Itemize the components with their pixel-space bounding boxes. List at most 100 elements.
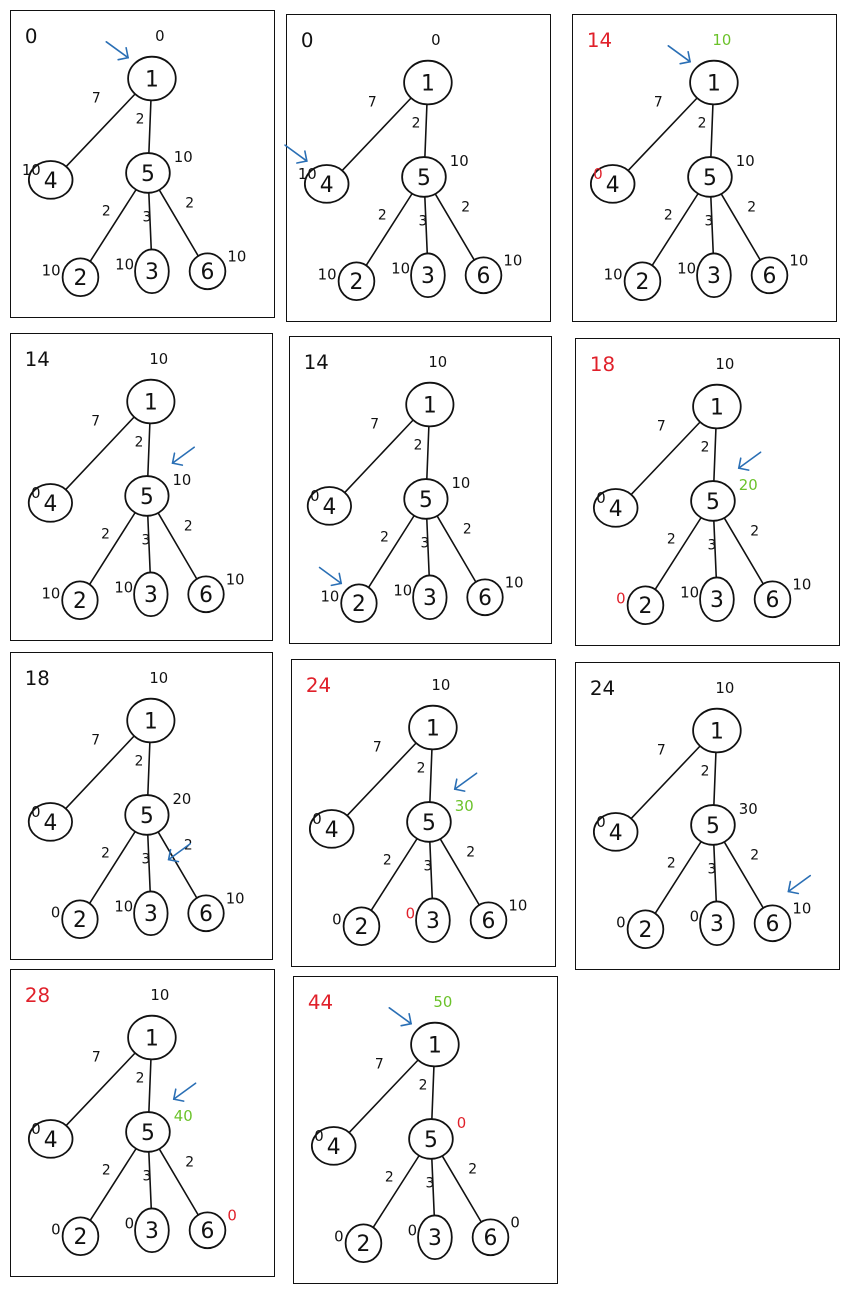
edge-weight: 2 bbox=[102, 204, 111, 220]
edge-weight: 7 bbox=[91, 732, 100, 748]
edge-n1-n4 bbox=[343, 419, 414, 494]
node-n1 bbox=[692, 707, 742, 754]
edge-weight: 2 bbox=[136, 1070, 145, 1086]
edge-weight: 2 bbox=[750, 848, 759, 864]
score-label: 0 bbox=[301, 29, 314, 52]
node-label: 5 bbox=[419, 488, 433, 513]
edge-weight: 2 bbox=[747, 200, 756, 216]
node-label: 3 bbox=[426, 909, 440, 934]
edge-n1-n5 bbox=[710, 103, 714, 158]
node-label: 2 bbox=[636, 270, 650, 295]
node-value: 10 bbox=[320, 588, 339, 605]
edge-n5-n6 bbox=[157, 831, 198, 899]
node-value: 0 bbox=[616, 589, 625, 607]
node-value: 10 bbox=[298, 165, 317, 183]
arrow-icon bbox=[667, 45, 692, 65]
edge-weight: 3 bbox=[419, 214, 428, 230]
node-n3 bbox=[696, 252, 732, 299]
node-value: 10 bbox=[22, 161, 41, 179]
edge-weight: 2 bbox=[378, 208, 387, 224]
node-n1 bbox=[405, 381, 455, 428]
edge-weight: 2 bbox=[701, 439, 710, 455]
node-label: 3 bbox=[428, 1226, 442, 1251]
edge-n1-n4 bbox=[64, 416, 135, 491]
node-label: 1 bbox=[145, 1026, 159, 1051]
node-value: 10 bbox=[712, 31, 731, 49]
node-label: 6 bbox=[484, 1226, 498, 1251]
edge-n1-n5 bbox=[713, 751, 717, 806]
node-n3 bbox=[412, 574, 448, 621]
node-label: 3 bbox=[707, 264, 721, 289]
node-value: 0 bbox=[334, 1227, 343, 1245]
node-label: 6 bbox=[201, 1219, 215, 1244]
edge-n5-n2 bbox=[88, 511, 136, 586]
edge-weight: 3 bbox=[426, 1176, 435, 1192]
node-n5 bbox=[687, 156, 733, 198]
node-value: 10 bbox=[227, 247, 246, 265]
edge-n5-n6 bbox=[723, 517, 765, 585]
node-value: 10 bbox=[391, 259, 410, 277]
node-label: 3 bbox=[423, 586, 437, 611]
node-value: 10 bbox=[677, 259, 696, 277]
edge-weight: 3 bbox=[143, 210, 152, 226]
node-label: 2 bbox=[73, 908, 87, 933]
node-n2 bbox=[61, 1216, 100, 1257]
arrow-icon bbox=[105, 41, 130, 61]
edge-n5-n6 bbox=[441, 1155, 483, 1223]
edge-weight: 2 bbox=[461, 200, 470, 216]
node-value: 10 bbox=[150, 986, 169, 1004]
node-n3 bbox=[134, 248, 170, 295]
node-label: 1 bbox=[423, 393, 437, 418]
edge-n5-n2 bbox=[89, 1147, 137, 1222]
node-value: 0 bbox=[596, 489, 605, 507]
edge-n5-n2 bbox=[372, 1154, 420, 1229]
node-n6 bbox=[188, 252, 227, 291]
edge-n5-n3 bbox=[424, 196, 429, 255]
node-value: 0 bbox=[431, 31, 440, 49]
edge-weight: 7 bbox=[368, 94, 377, 110]
node-label: 4 bbox=[606, 173, 620, 198]
node-n5 bbox=[690, 480, 736, 522]
edge-n1-n4 bbox=[630, 421, 701, 496]
node-value: 10 bbox=[318, 265, 337, 283]
edge-n1-n4 bbox=[627, 97, 698, 172]
edge-weight: 3 bbox=[142, 852, 151, 868]
edge-n5-n3 bbox=[713, 844, 718, 903]
node-label: 3 bbox=[145, 260, 159, 285]
edge-n1-n5 bbox=[147, 422, 151, 477]
node-value: 0 bbox=[406, 904, 415, 922]
node-value: 10 bbox=[115, 255, 134, 273]
node-value: 10 bbox=[173, 472, 192, 489]
node-label: 4 bbox=[327, 1135, 341, 1160]
node-n2 bbox=[337, 261, 376, 302]
node-n4 bbox=[592, 488, 639, 528]
edge-n5-n6 bbox=[723, 841, 765, 909]
node-value: 20 bbox=[739, 476, 758, 494]
edge-n5-n2 bbox=[367, 514, 415, 589]
edge-weight: 3 bbox=[421, 536, 430, 552]
edge-weight: 2 bbox=[380, 530, 389, 546]
edge-weight: 3 bbox=[424, 859, 433, 875]
node-n4 bbox=[303, 164, 350, 204]
edge-n1-n4 bbox=[65, 93, 136, 168]
node-label: 2 bbox=[350, 270, 364, 295]
edge-n1-n4 bbox=[346, 742, 417, 817]
node-n5 bbox=[125, 152, 171, 194]
node-label: 4 bbox=[44, 1128, 58, 1153]
node-n2 bbox=[340, 583, 378, 624]
node-n2 bbox=[61, 257, 100, 298]
node-value: 0 bbox=[314, 1127, 323, 1145]
node-n3 bbox=[415, 897, 451, 944]
node-value: 0 bbox=[457, 1114, 466, 1132]
node-label: 4 bbox=[44, 811, 58, 836]
edge-weight: 2 bbox=[412, 115, 421, 131]
node-n6 bbox=[750, 256, 789, 295]
node-n3 bbox=[133, 571, 169, 618]
edge-weight: 2 bbox=[750, 524, 759, 540]
